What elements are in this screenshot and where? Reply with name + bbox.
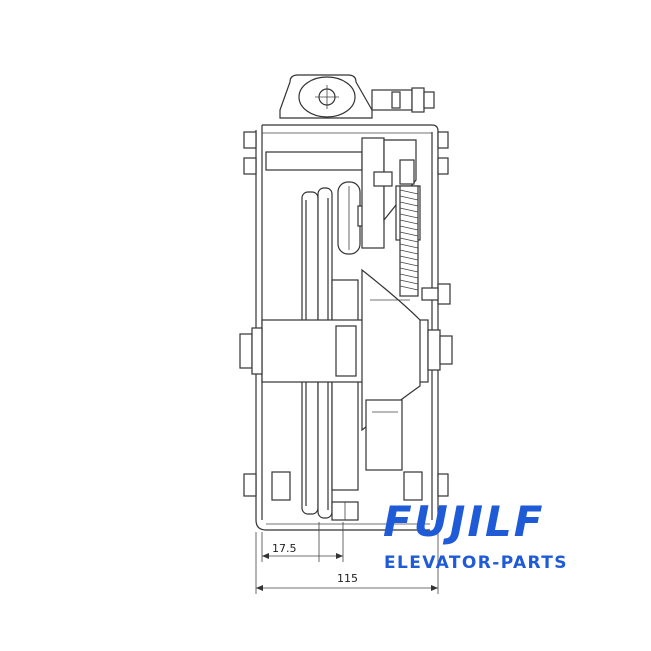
- flyweight-housing: [361, 268, 421, 471]
- main-frame: [255, 124, 439, 531]
- coil-spring: [399, 185, 419, 297]
- dimension-115: 115: [255, 522, 439, 594]
- brand-tagline: ELEVATOR-PARTS: [384, 553, 568, 573]
- dimension-label-small: 17.5: [272, 542, 297, 555]
- dimension-label-overall: 115: [337, 572, 358, 585]
- top-link-bracket: [279, 74, 435, 119]
- frame-fasteners: [243, 131, 451, 501]
- dimension-17-5: 17.5: [261, 522, 344, 562]
- upper-shaft: [265, 151, 363, 171]
- bottom-nut: [331, 501, 359, 521]
- brand-logo: FUJILF: [383, 497, 545, 546]
